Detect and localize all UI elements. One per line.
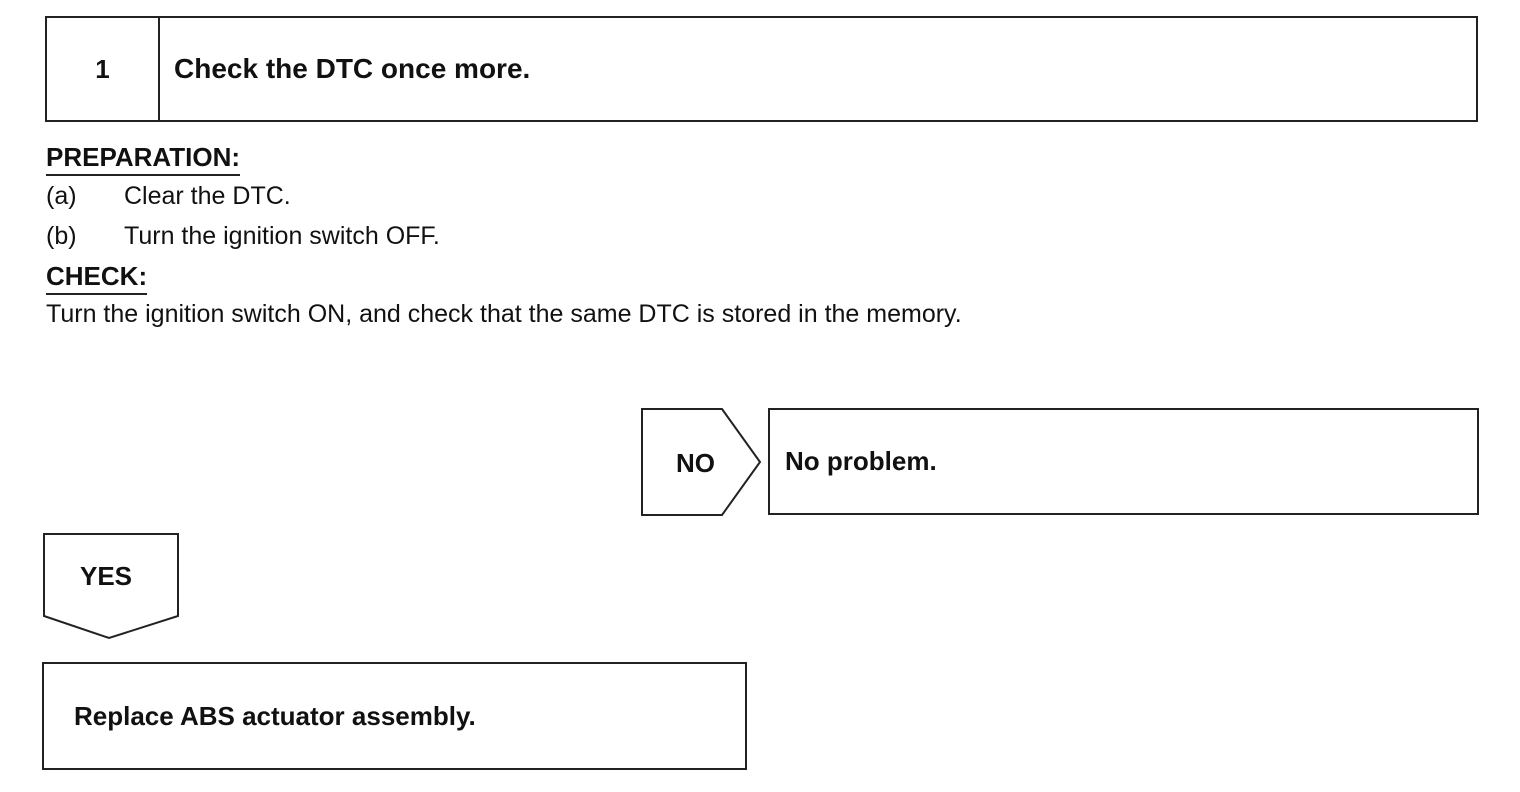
- no-result-box: No problem.: [768, 408, 1479, 515]
- no-flag-shape: [641, 408, 762, 516]
- yes-flag-shape: [43, 533, 179, 640]
- yes-result-box: Replace ABS actuator assembly.: [42, 662, 747, 770]
- step-number: 1: [47, 18, 160, 120]
- preparation-item-a-text: Clear the DTC.: [124, 182, 291, 210]
- check-text: Turn the ignition switch ON, and check t…: [46, 300, 962, 328]
- yes-flag-label: YES: [80, 561, 133, 591]
- preparation-item-b-text: Turn the ignition switch OFF.: [124, 222, 440, 250]
- preparation-item-a-label: (a): [46, 182, 77, 210]
- check-heading: CHECK:: [46, 261, 148, 295]
- yes-result-text: Replace ABS actuator assembly.: [74, 700, 476, 731]
- no-flag-label: NO: [676, 448, 715, 478]
- step-header-box: 1 Check the DTC once more.: [45, 16, 1478, 122]
- no-result-text: No problem.: [785, 446, 937, 476]
- step-title: Check the DTC once more.: [174, 53, 531, 84]
- preparation-item-b-label: (b): [46, 222, 77, 250]
- preparation-heading: PREPARATION:: [46, 142, 241, 176]
